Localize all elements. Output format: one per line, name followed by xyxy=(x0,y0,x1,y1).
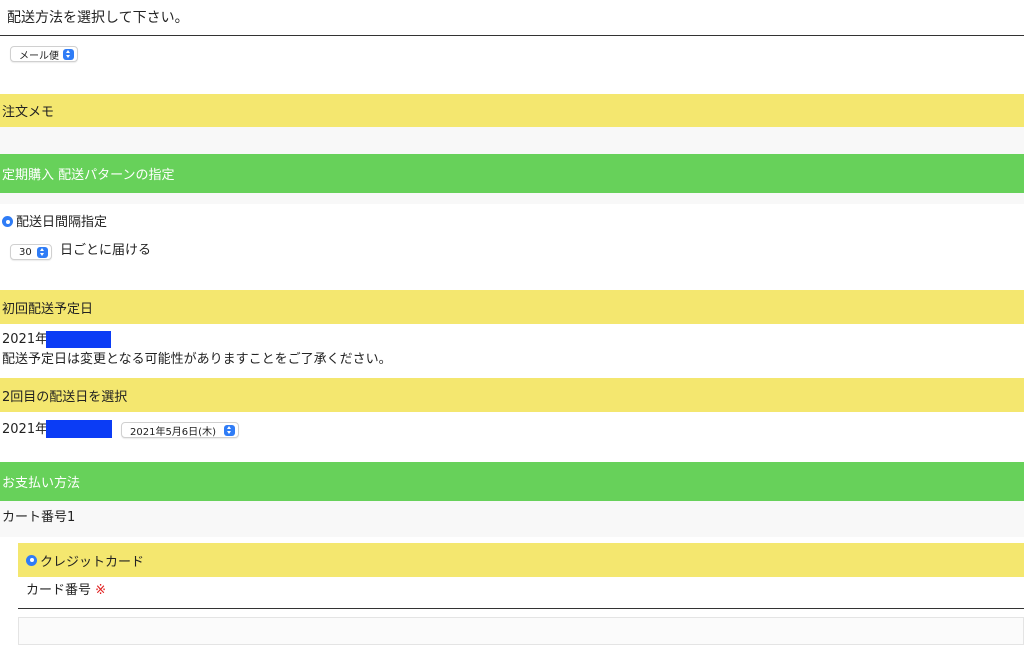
order-memo-heading: 注文メモ xyxy=(2,105,55,120)
second-delivery-heading: 2回目の配送日を選択 xyxy=(2,389,128,405)
required-mark: ※ xyxy=(95,583,107,598)
interval-option-label: 配送日間隔指定 xyxy=(16,215,108,230)
shipping-method-value: メール便 xyxy=(19,50,59,62)
interval-days-value: 30 xyxy=(19,246,32,258)
redacted-date-block xyxy=(46,331,111,348)
first-delivery-header: 初回配送予定日 xyxy=(0,290,1024,324)
redacted-date-block xyxy=(46,420,112,438)
payment-method-header: お支払い方法 xyxy=(0,462,1024,501)
credit-card-option-label: クレジットカード xyxy=(40,554,145,570)
second-delivery-date-value: 2021年5月6日(木) xyxy=(130,426,216,438)
chevron-updown-icon xyxy=(37,246,48,258)
subscription-pattern-heading: 定期購入 配送パターンの指定 xyxy=(2,168,175,183)
chevron-updown-icon xyxy=(224,424,235,436)
order-memo-area xyxy=(0,127,1024,154)
card-number-input[interactable] xyxy=(18,617,1024,645)
first-delivery-year: 2021年 xyxy=(2,332,49,347)
second-delivery-date-select[interactable]: 2021年5月6日(木) xyxy=(121,422,239,438)
subscription-spacer xyxy=(0,193,1024,204)
shipping-method-heading: 配送方法を選択して下さい。 xyxy=(7,10,189,26)
credit-card-option-header[interactable]: クレジットカード xyxy=(18,543,1024,577)
delivery-change-notice: 配送予定日は変更となる可能性がありますことをご了承ください。 xyxy=(2,352,392,367)
shipping-method-select[interactable]: メール便 xyxy=(10,46,78,62)
card-number-label: カード番号 xyxy=(26,583,92,598)
radio-selected-icon[interactable] xyxy=(2,216,13,227)
payment-method-heading: お支払い方法 xyxy=(2,476,81,491)
order-memo-header: 注文メモ xyxy=(0,94,1024,127)
second-delivery-header: 2回目の配送日を選択 xyxy=(0,378,1024,412)
radio-selected-icon[interactable] xyxy=(26,554,37,566)
interval-option[interactable]: 配送日間隔指定 xyxy=(2,214,107,232)
first-delivery-heading: 初回配送予定日 xyxy=(2,301,94,317)
card-slot-label: カート番号1 xyxy=(2,510,76,525)
shipping-heading-divider xyxy=(0,35,1024,36)
card-number-label-row: カード番号 ※ xyxy=(26,582,106,600)
card-slot-row xyxy=(0,501,1024,537)
subscription-pattern-header: 定期購入 配送パターンの指定 xyxy=(0,154,1024,193)
second-delivery-year: 2021年 xyxy=(2,422,49,437)
interval-suffix: 日ごとに届ける xyxy=(60,243,152,258)
interval-days-select[interactable]: 30 xyxy=(10,244,52,260)
card-number-divider xyxy=(18,608,1024,609)
chevron-updown-icon xyxy=(63,48,74,60)
